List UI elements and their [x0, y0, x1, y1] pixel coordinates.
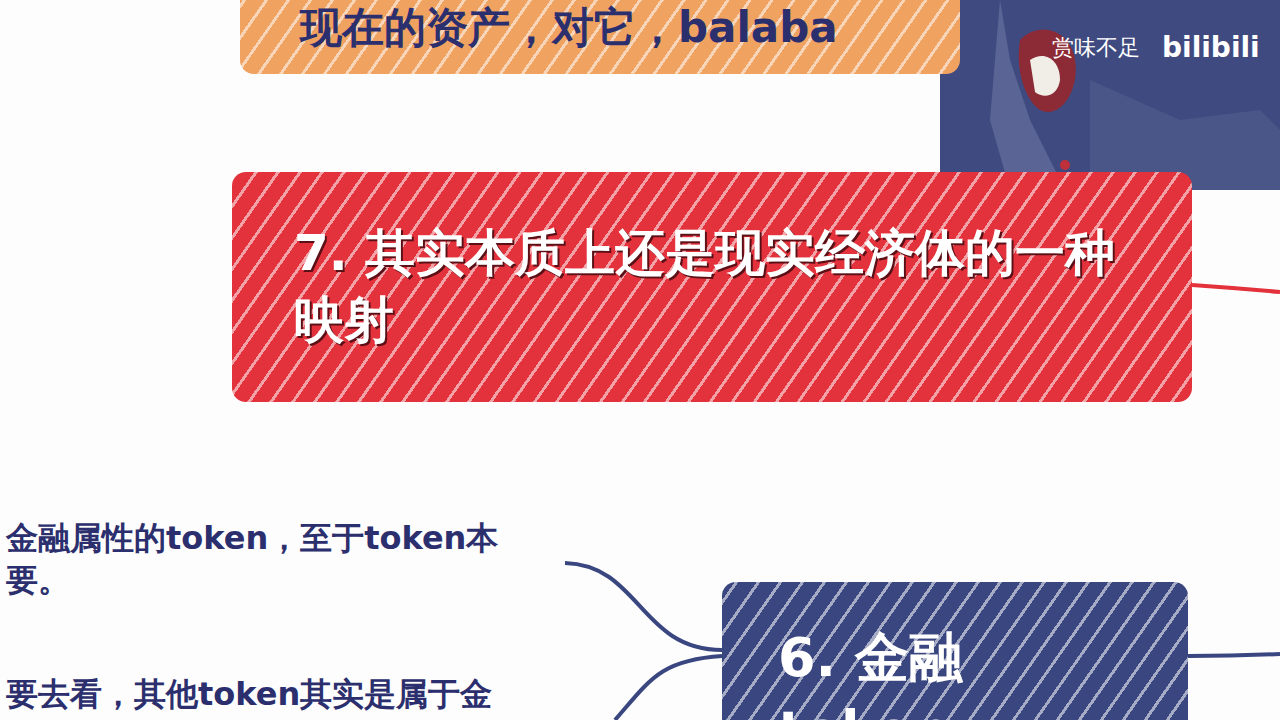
branch-line — [1188, 654, 1280, 656]
watermark-text: 赏味不足 — [1052, 34, 1140, 63]
branch-line — [565, 563, 722, 650]
watermark-image — [940, 0, 1280, 190]
branch-line — [1192, 285, 1280, 292]
branch-line — [615, 656, 722, 720]
topic-box: 6. 金融token — [722, 582, 1188, 720]
leaf-text: 金融属性的token，至于token本 要。 — [6, 518, 566, 601]
leaf-text: 要去看，其他token其实是属于金 — [6, 674, 606, 716]
watermark-logo: bilibili — [1162, 30, 1260, 66]
topic-text: 6. 金融token — [778, 622, 1132, 720]
topic-box: 现在的资产，对它，balaba — [240, 0, 960, 74]
topic-text: 现在的资产，对它，balaba — [300, 0, 838, 56]
topic-box: 7. 其实本质上还是现实经济体的一种映射 — [232, 172, 1192, 402]
topic-text: 7. 其实本质上还是现实经济体的一种映射 — [294, 220, 1130, 355]
